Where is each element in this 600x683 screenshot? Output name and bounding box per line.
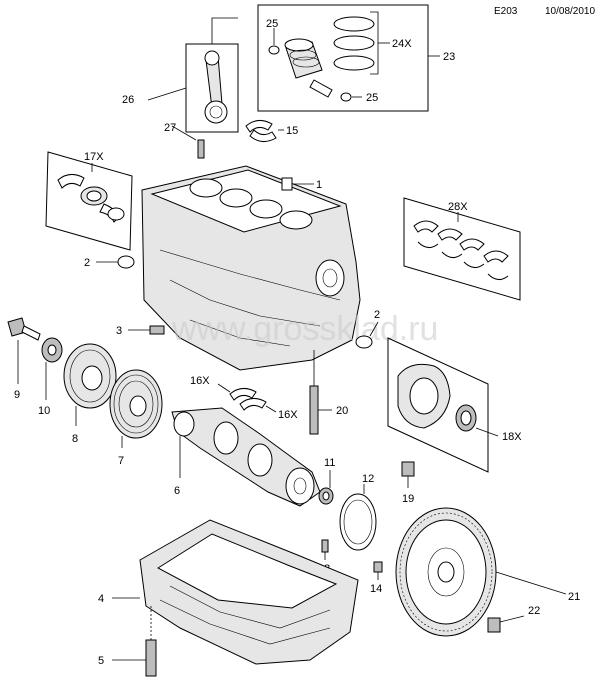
seal-housing-bolt: 19 (401, 461, 415, 505)
callout-24: 24X (392, 38, 412, 50)
dowel-sleeve-left: 2 (84, 255, 135, 269)
circlip-upper (268, 45, 280, 55)
callout-25-upper: 25 (266, 18, 278, 30)
diagram-code: E203 (494, 6, 518, 17)
callout-26: 26 (122, 94, 134, 106)
pilot-bearing: 11 (318, 457, 335, 505)
callout-25-lower: 25 (366, 92, 378, 104)
crankshaft-pulley: 8 (63, 343, 117, 445)
circlip-lower (340, 92, 352, 102)
rear-seal-housing-group: 18X (387, 337, 522, 473)
pulley-bolt: 9 (7, 317, 41, 401)
cylinder-bore-1 (189, 178, 223, 198)
callout-22: 22 (528, 605, 540, 617)
flywheel: 21 (395, 507, 580, 637)
callout-15: 15 (286, 125, 298, 137)
callout-14: 14 (370, 583, 382, 595)
callout-2-right: 2 (374, 309, 380, 321)
callout-1: 1 (316, 179, 322, 191)
flywheel-bolt: 22 (487, 605, 540, 633)
callout-28: 28X (448, 201, 468, 213)
block-bolt: 3 (116, 325, 165, 337)
callout-16-upper: 16X (190, 375, 210, 387)
crankshaft: 6 (171, 407, 321, 507)
watermark: www.grossklad.ru (171, 310, 438, 348)
piston (284, 38, 323, 79)
piston-pin (309, 79, 333, 98)
main-bearing-set-left: 17X (45, 151, 133, 251)
cylinder-block: 1 (141, 165, 361, 371)
callout-12: 12 (362, 473, 374, 485)
callout-18: 18X (502, 431, 522, 443)
dowel-sleeve-right: 2 (355, 309, 380, 349)
rod-bolt (197, 139, 205, 159)
callout-9: 9 (14, 389, 20, 401)
piston-kit-box (257, 4, 429, 112)
callout-27: 27 (164, 122, 176, 134)
connecting-rod-group: 26 27 (122, 17, 239, 159)
callout-23: 23 (443, 51, 455, 63)
main-bearing-box (45, 151, 133, 251)
callout-16-lower: 16X (278, 409, 298, 421)
pulley-washer: 10 (38, 337, 63, 417)
callout-20: 20 (336, 405, 348, 417)
reluctor-ring: 12 (339, 473, 377, 551)
diagram-date: 10/08/2010 (545, 6, 595, 17)
rear-seal-box (387, 337, 489, 473)
callout-2-left: 2 (84, 257, 90, 269)
callout-8: 8 (72, 433, 78, 445)
oil-pan-bolt: 5 (98, 606, 157, 677)
cylinder-bore-4 (279, 210, 313, 230)
thrust-bearing-shells: 16X 16X (190, 375, 298, 421)
callout-19: 19 (402, 493, 414, 505)
cylinder-bore-2 (219, 188, 253, 208)
vibration-damper: 7 (109, 369, 163, 467)
callout-7: 7 (118, 455, 124, 467)
callout-17: 17X (84, 151, 104, 163)
callout-10: 10 (38, 405, 50, 417)
callout-11: 11 (324, 457, 335, 469)
cylinder-bore-3 (249, 199, 283, 219)
block-plug (281, 177, 293, 191)
oil-pan: 4 (98, 519, 359, 665)
callout-6: 6 (174, 485, 180, 497)
reluctor-screw: 14 (370, 561, 383, 595)
callout-21: 21 (568, 591, 580, 603)
callout-3: 3 (116, 325, 122, 337)
main-bearing-box-right (403, 197, 521, 301)
rod-bearing-shells: 15 (245, 120, 298, 142)
callout-4: 4 (98, 593, 104, 605)
callout-5: 5 (98, 655, 104, 667)
piston-ring-set (333, 16, 375, 71)
piston-kit-group: 25 24X 23 25 (257, 4, 455, 112)
main-bearing-set-right: 28X (403, 197, 521, 301)
long-bolt: 20 (309, 350, 348, 435)
